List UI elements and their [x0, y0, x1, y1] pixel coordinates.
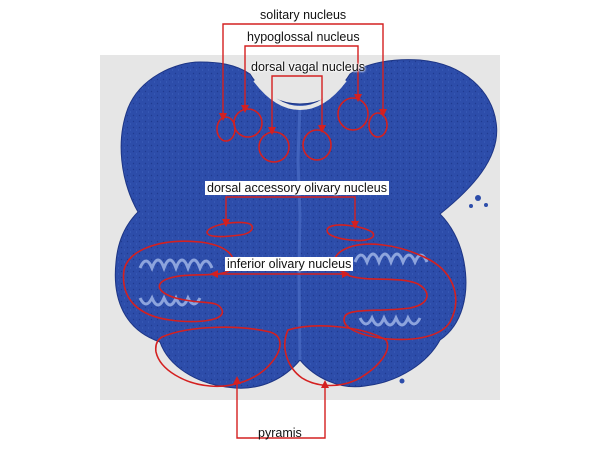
hypoglossal-nucleus-left-outline	[233, 108, 263, 138]
arrowhead	[342, 270, 350, 278]
midline-raphe	[296, 104, 302, 361]
arrowhead	[241, 105, 249, 113]
solitary-nucleus-right-outline	[368, 112, 388, 138]
slide-speck	[469, 204, 473, 208]
slide-speck	[399, 378, 405, 384]
label-dorsal-vagal-nucleus: dorsal vagal nucleus	[251, 60, 365, 74]
hypoglossal-nucleus-right-outline	[337, 97, 369, 131]
label-inferior-olivary-nucleus: inferior olivary nucleus	[225, 257, 354, 271]
label-dorsal-accessory-olivary-nucleus: dorsal accessory olivary nucleus	[205, 181, 389, 195]
arrowhead	[379, 109, 387, 117]
arrowhead	[318, 125, 326, 133]
leader-dorsal-vagal	[271, 75, 323, 132]
arrowhead	[233, 376, 241, 384]
arrowhead	[354, 94, 362, 102]
dorsal-accessory-olivary-right-outline	[326, 224, 375, 242]
arrowhead	[222, 219, 230, 227]
medulla-section	[114, 59, 498, 389]
dorsal-vagal-nucleus-right-outline	[302, 129, 332, 161]
dorsal-vagal-nucleus-left-outline	[258, 131, 290, 163]
arrowhead	[321, 380, 329, 388]
leader-pyramis	[236, 380, 326, 439]
arrowhead	[219, 113, 227, 121]
slide-speck	[146, 249, 150, 253]
arrowhead	[210, 270, 218, 278]
pyramis-right-outline	[284, 325, 389, 387]
arrowhead	[351, 221, 359, 229]
slide-speck	[484, 203, 488, 207]
arrowhead	[268, 127, 276, 135]
fourth-ventricle-notch	[253, 78, 347, 111]
label-pyramis: pyramis	[258, 426, 302, 440]
label-solitary-nucleus: solitary nucleus	[260, 8, 347, 22]
label-hypoglossal-nucleus: hypoglossal nucleus	[247, 30, 360, 44]
leader-dorsal-accessory-olivary	[225, 196, 356, 226]
right-olive-folds	[353, 252, 429, 327]
slide-speck	[475, 195, 481, 201]
leader-solitary	[222, 23, 384, 117]
pyramis-left-outline	[154, 326, 281, 388]
inferior-olivary-left-outline	[122, 240, 234, 323]
left-olive-folds	[138, 258, 214, 307]
inferior-olivary-right-outline	[334, 243, 457, 341]
leader-hypoglossal	[244, 45, 359, 110]
